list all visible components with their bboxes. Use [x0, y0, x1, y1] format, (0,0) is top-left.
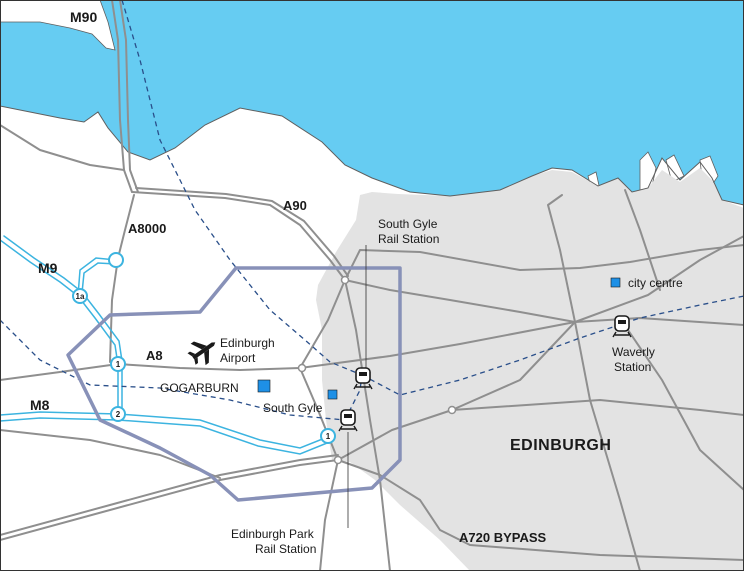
airplane-icon: [187, 341, 216, 366]
junction-circle-a8000: [108, 252, 124, 268]
a720-bypass-label: A720 BYPASS: [459, 530, 547, 545]
waverly-station-label-line1: Waverly: [612, 345, 655, 359]
motorways: [0, 235, 333, 455]
junction-2-m8-label: 2: [116, 410, 121, 419]
waverly-station-label-line2: Station: [614, 360, 651, 374]
road-node-a720: [333, 455, 343, 465]
edinburgh-airport-label-line1: Edinburgh: [220, 336, 275, 350]
a8-label: A8: [146, 348, 163, 363]
junction-1-a8-label: 1: [116, 360, 121, 369]
gogarburn-marker-icon: [257, 379, 271, 393]
junction-1-a8-circle: [110, 356, 126, 372]
sea-area: [0, 0, 744, 205]
city-centre-label: city centre: [628, 276, 683, 290]
road-node-a8: [297, 363, 307, 373]
edinburgh-airport-label-line2: Airport: [220, 351, 256, 365]
junction-1-a720-circle: [320, 428, 336, 444]
edinburgh-park-rail-station-label-line1: Edinburgh Park: [231, 527, 315, 541]
junction-1a-label: 1a: [76, 292, 85, 301]
south-gyle-rail-station-label-line2: Rail Station: [378, 232, 439, 246]
south-gyle-rail-station-label-line1: South Gyle: [378, 217, 438, 231]
fife-peninsula: [0, 0, 116, 51]
edinburgh-city-label: EDINBURGH: [510, 437, 611, 454]
south-gyle-marker-icon: [327, 389, 338, 400]
junction-2-m8-circle: [110, 406, 126, 422]
coastline: [0, 105, 744, 206]
train-icon: [612, 315, 632, 338]
gogarburn-label: GOGARBURN: [160, 381, 239, 395]
a90-label: A90: [283, 198, 307, 213]
label-leader-lines: [347, 245, 367, 528]
road-node-a90: [340, 275, 350, 285]
road-node-east: [447, 405, 457, 415]
junction-1a-circle: [72, 288, 88, 304]
m90-label: M90: [70, 9, 97, 25]
a8000-label: A8000: [128, 221, 166, 236]
train-icon: [338, 409, 358, 432]
south-gyle-label: South Gyle: [263, 401, 323, 415]
junction-markers: 1a 1 2 1: [72, 252, 457, 465]
junction-1-a720-label: 1: [326, 432, 331, 441]
m9-label: M9: [38, 260, 58, 276]
train-icon: [353, 367, 373, 390]
edinburgh-park-rail-station-label-line2: Rail Station: [255, 542, 316, 556]
business-area-outline: [66, 266, 402, 502]
city-centre-marker-icon: [610, 277, 621, 288]
m8-label: M8: [30, 397, 50, 413]
